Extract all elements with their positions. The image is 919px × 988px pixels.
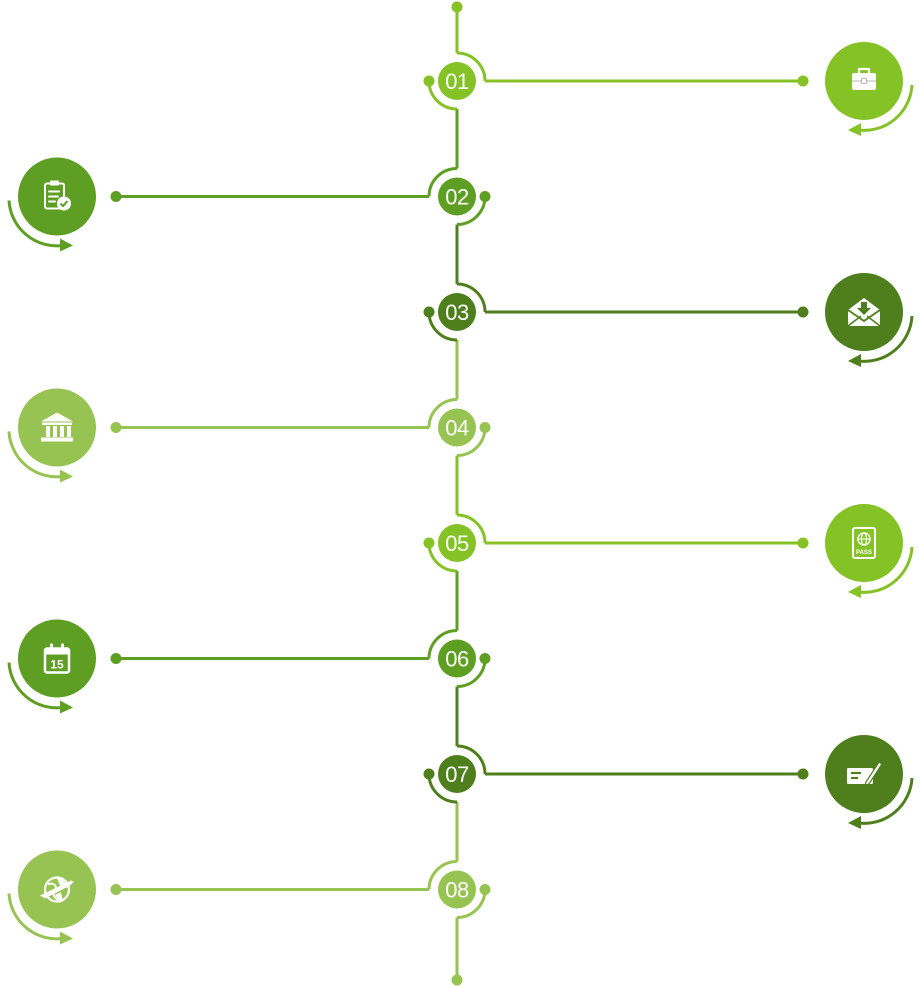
- node-arc-dot: [423, 306, 435, 318]
- node-arc-dot: [423, 75, 435, 87]
- travel-globe-icon: [40, 876, 74, 903]
- connector-dot: [797, 75, 809, 87]
- step-number: 02: [445, 185, 469, 210]
- step-number: 03: [445, 300, 469, 325]
- node-arc-top: [456, 51, 487, 82]
- step-04: 04: [7, 388, 491, 483]
- connector-dot: [797, 537, 809, 549]
- swoosh-arrowhead-icon: [60, 931, 73, 945]
- node-arc-top: [456, 513, 487, 544]
- swoosh-arrow: [857, 546, 914, 594]
- node-arc-dot: [423, 768, 435, 780]
- connector-dot: [110, 191, 122, 202]
- swoosh-arrow: [7, 893, 64, 941]
- step-number: 07: [445, 762, 469, 787]
- swoosh-arrowhead-icon: [848, 354, 861, 367]
- step-number: 05: [445, 531, 469, 556]
- step-06: 06 15: [7, 619, 491, 714]
- spine-end-dot: [451, 974, 463, 986]
- number-node: [438, 639, 476, 678]
- node-arc-top: [427, 167, 458, 197]
- node-arc-dot: [479, 191, 491, 202]
- swoosh-arrowhead-icon: [60, 700, 73, 714]
- bank-icon: [41, 412, 73, 442]
- step-03: 03: [423, 273, 914, 367]
- node-arc-top: [456, 282, 487, 313]
- calendar-icon: 15: [43, 643, 71, 674]
- swoosh-arrowhead-icon: [848, 585, 861, 598]
- passport-icon-label: PASS: [856, 550, 872, 556]
- step-01: 01: [423, 42, 914, 136]
- number-node: [438, 293, 476, 331]
- number-node: [438, 524, 476, 562]
- number-node: [438, 870, 476, 909]
- icon-disc: [825, 504, 903, 582]
- spine-start-dot: [451, 1, 463, 13]
- node-arc-top: [427, 860, 458, 890]
- connector-dot: [110, 884, 122, 895]
- step-number: 04: [445, 416, 469, 441]
- passport-icon: PASS: [852, 527, 876, 559]
- swoosh-arrow: [7, 431, 64, 479]
- swoosh-arrowhead-icon: [848, 123, 861, 136]
- briefcase-icon: [852, 67, 876, 90]
- step-number: 01: [445, 69, 469, 94]
- number-node: [438, 408, 476, 447]
- node-arc-dot: [479, 422, 491, 433]
- number-node: [438, 755, 476, 793]
- swoosh-arrow: [7, 662, 64, 710]
- swoosh-arrow: [7, 200, 64, 248]
- step-02: 02: [7, 157, 491, 252]
- node-arc-top: [427, 398, 458, 428]
- step-number: 08: [445, 878, 469, 903]
- number-node: [438, 177, 476, 216]
- clipboard-check-icon: [44, 180, 71, 211]
- step-07: 07: [423, 735, 914, 829]
- cheque-sign-icon: [847, 761, 883, 786]
- icon-disc: [18, 619, 96, 698]
- mail-download-icon: [847, 298, 881, 327]
- calendar-icon-day: 15: [50, 658, 64, 672]
- swoosh-arrow: [857, 84, 914, 132]
- swoosh-arrow: [857, 315, 914, 363]
- swoosh-arrow: [857, 777, 914, 825]
- connector-dot: [797, 768, 809, 780]
- step-number: 06: [445, 647, 469, 672]
- node-arc-dot: [479, 653, 491, 664]
- connector-dot: [797, 306, 809, 318]
- node-arc-top: [456, 744, 487, 775]
- node-arc-top: [427, 629, 458, 659]
- swoosh-arrowhead-icon: [60, 469, 73, 483]
- timeline-spine: [451, 1, 463, 986]
- connector-dot: [110, 653, 122, 664]
- step-08: 08: [7, 850, 491, 945]
- node-arc-dot: [479, 884, 491, 895]
- number-node: [438, 62, 476, 100]
- connector-dot: [110, 422, 122, 433]
- swoosh-arrowhead-icon: [848, 816, 861, 829]
- node-arc-dot: [423, 537, 435, 549]
- swoosh-arrowhead-icon: [60, 238, 73, 252]
